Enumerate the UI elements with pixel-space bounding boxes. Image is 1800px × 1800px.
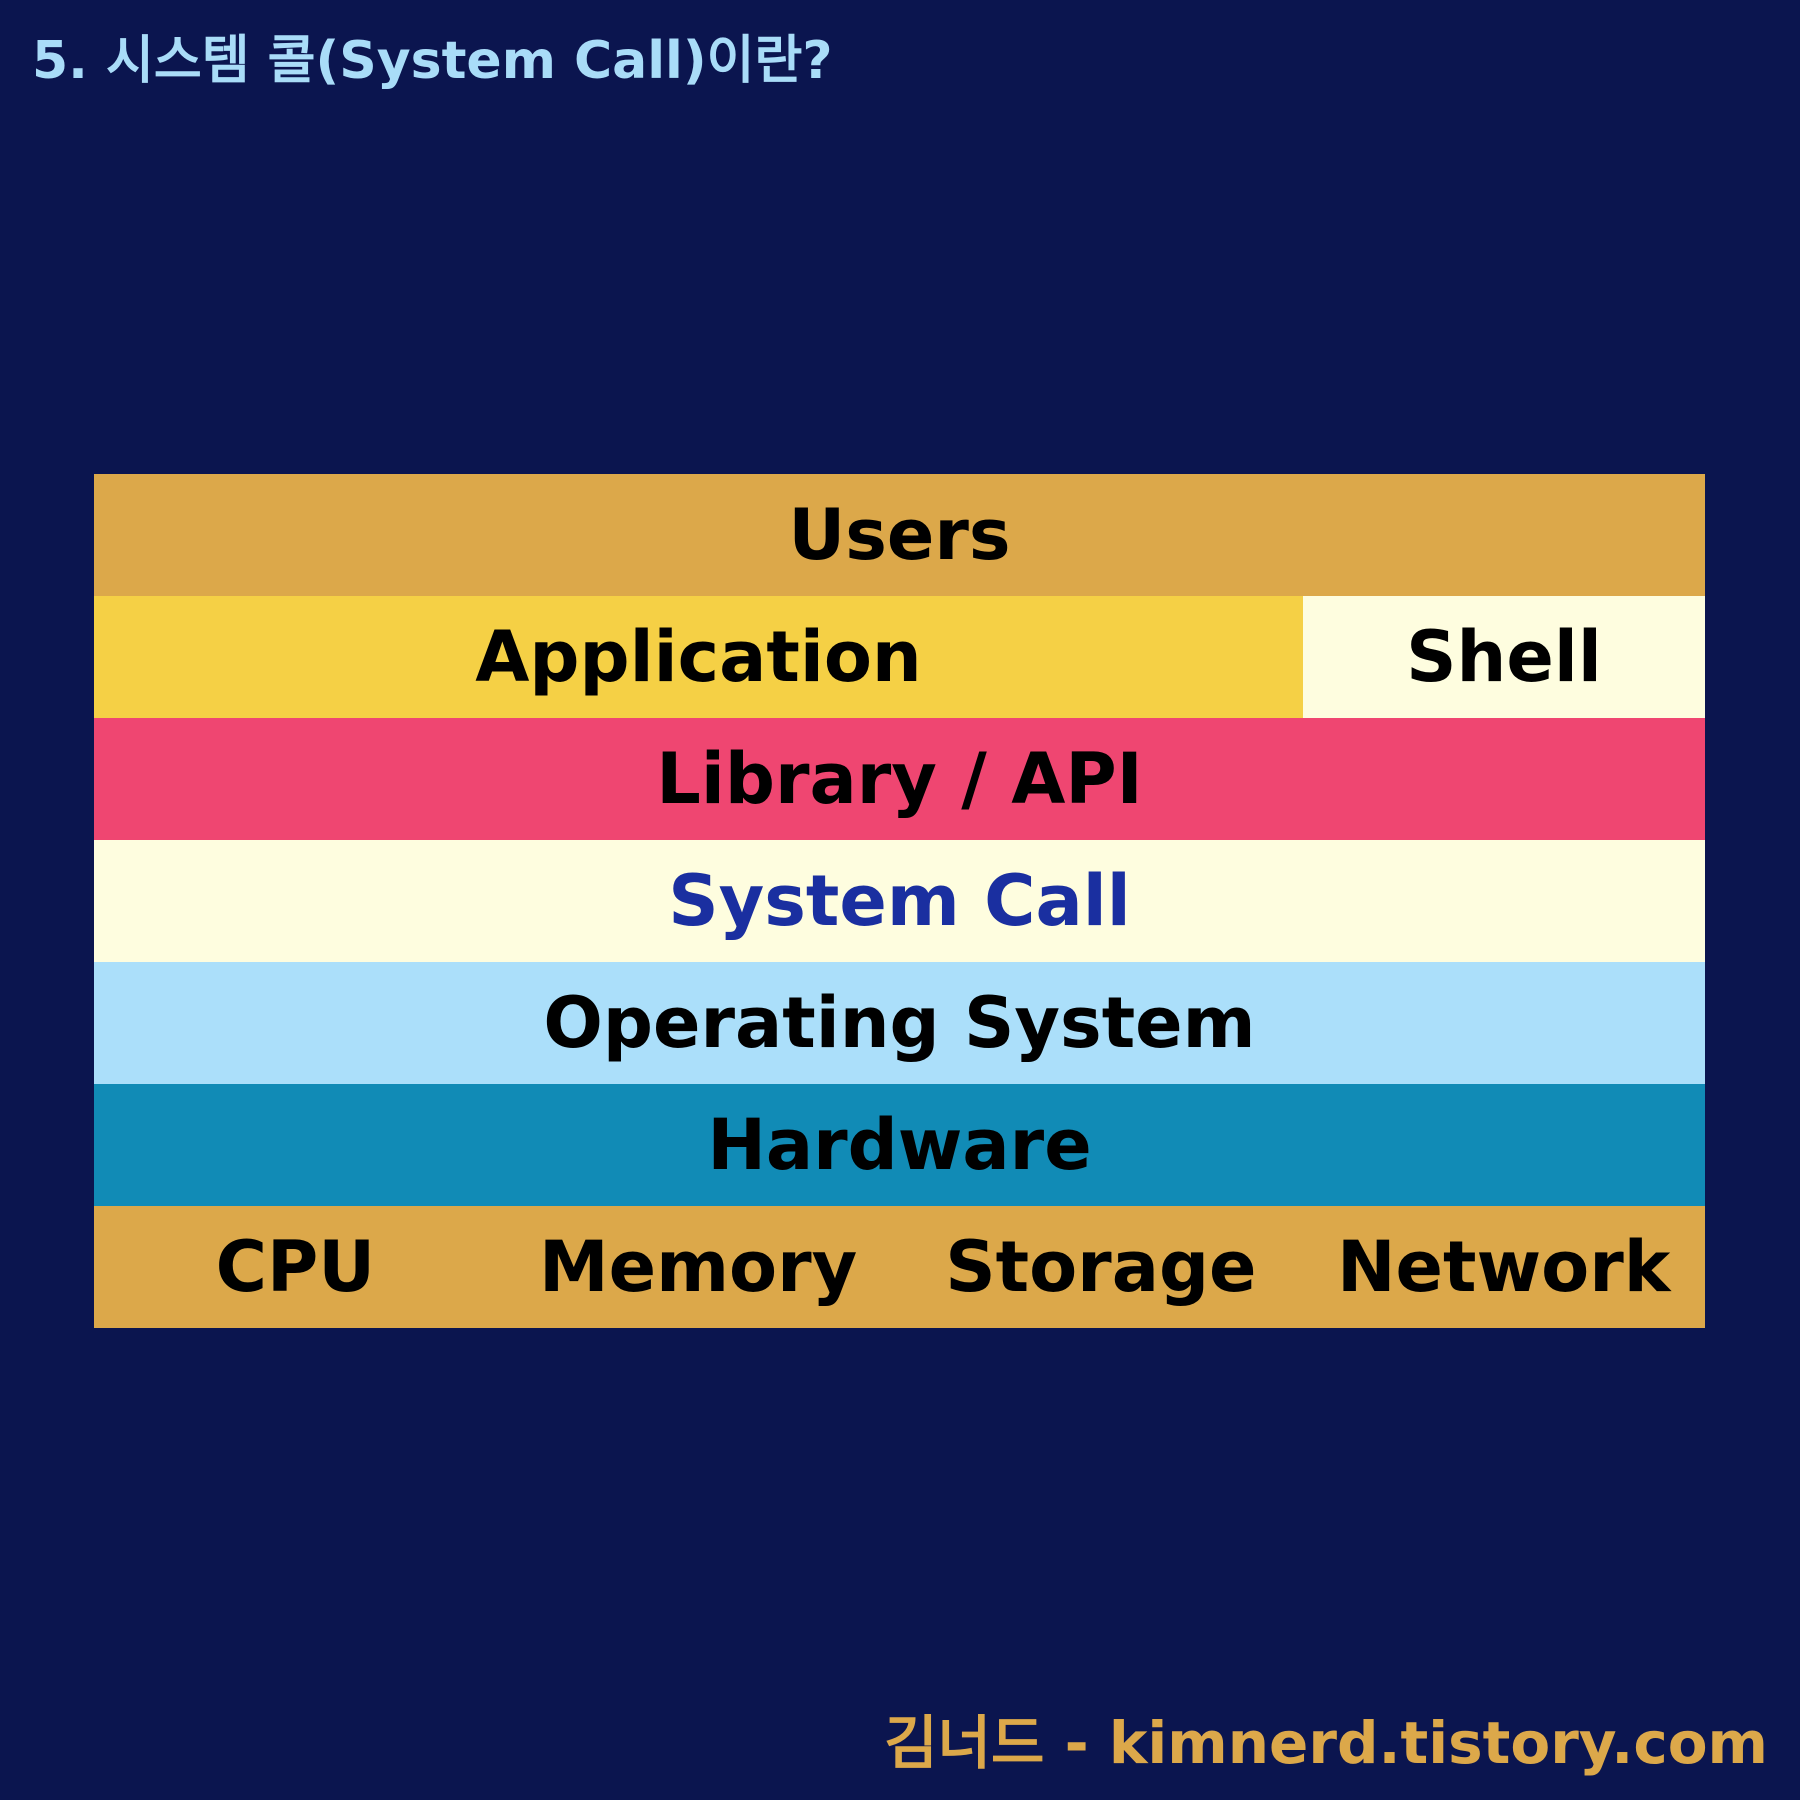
layer-hardware: Hardware [94, 1084, 1705, 1206]
layer-library-api: Library / API [94, 718, 1705, 840]
layer-stack: Users Application Shell Library / API Sy… [94, 474, 1705, 1328]
layer-shell: Shell [1303, 596, 1705, 718]
layer-hardware-components: CPU Memory Storage Network [94, 1206, 1705, 1328]
layer-application: Application [94, 596, 1303, 718]
layer-users: Users [94, 474, 1705, 596]
component-network: Network [1336, 1226, 1671, 1308]
footer-credit: 김너드 - kimnerd.tistory.com [884, 1709, 1768, 1777]
page-title: 5. 시스템 콜(System Call)이란? [32, 31, 833, 91]
layer-operating-system: Operating System [94, 962, 1705, 1084]
layer-system-call: System Call [94, 840, 1705, 962]
component-storage: Storage [945, 1226, 1257, 1308]
component-cpu: CPU [215, 1226, 376, 1308]
component-memory: Memory [538, 1226, 858, 1308]
layer-row-application-shell: Application Shell [94, 596, 1705, 718]
